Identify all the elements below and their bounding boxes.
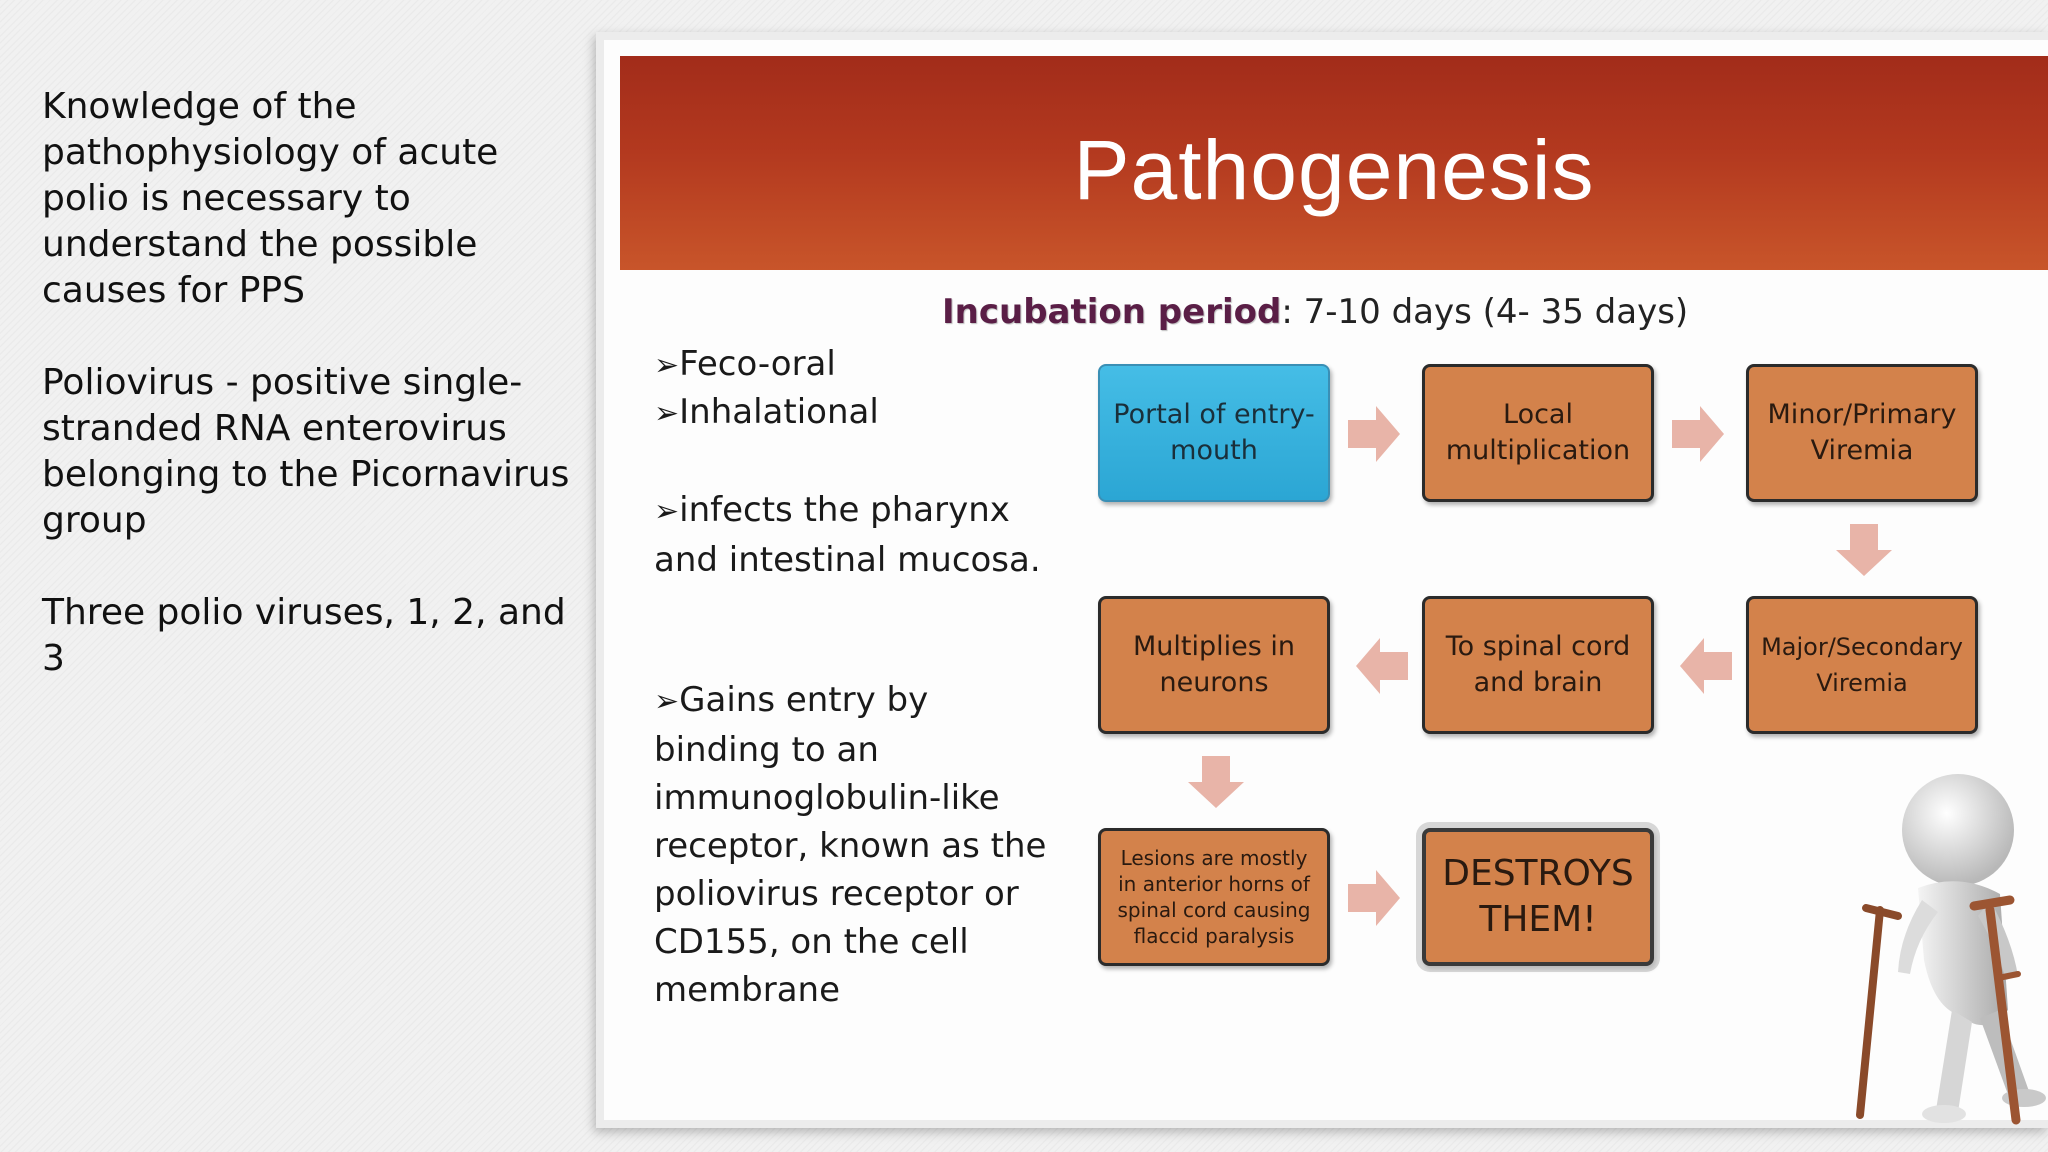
bullet-infects-pharynx: ➢infects the pharynx and intestinal muco… — [654, 490, 1041, 580]
bullet-inhalational: ➢Inhalational — [654, 392, 879, 432]
left-text-panel: Knowledge of the pathophysiology of acut… — [42, 84, 582, 728]
slide-header: Pathogenesis — [620, 56, 2048, 270]
box-portal-of-entry: Portal of entry- mouth — [1098, 364, 1330, 502]
bullet-mark-icon: ➢ — [654, 396, 680, 431]
box-multiplies-neurons: Multiplies in neurons — [1098, 596, 1330, 734]
person-on-crutches-icon — [1840, 760, 2048, 1134]
slide-frame: Pathogenesis Incubation period: 7-10 day… — [596, 32, 2048, 1128]
bullet-gains-entry: ➢Gains entry by binding to an immunoglob… — [654, 680, 1047, 1010]
box-spinal-cord-brain: To spinal cord and brain — [1422, 596, 1654, 734]
paragraph-three-viruses: Three polio viruses, 1, 2, and 3 — [42, 592, 566, 679]
slide-title: Pathogenesis — [1073, 123, 1595, 217]
box-local-multiplication: Local multiplication — [1422, 364, 1654, 502]
box-major-viremia: Major/Secondary Viremia — [1746, 596, 1978, 734]
incubation-label: Incubation period — [942, 292, 1282, 332]
incubation-value: : 7-10 days (4- 35 days) — [1281, 292, 1689, 332]
bullet-feco-oral: ➢Feco-oral — [654, 344, 836, 384]
bullet-mark-icon: ➢ — [654, 684, 680, 719]
paragraph-pathophysiology: Knowledge of the pathophysiology of acut… — [42, 86, 499, 311]
bullet-mark-icon: ➢ — [654, 348, 680, 383]
box-lesions: Lesions are mostly in anterior horns of … — [1098, 828, 1330, 966]
box-minor-viremia: Minor/Primary Viremia — [1746, 364, 1978, 502]
box-destroys-them: DESTROYS THEM! — [1422, 828, 1654, 966]
paragraph-poliovirus: Poliovirus - positive single-stranded RN… — [42, 362, 570, 541]
incubation-period-line: Incubation period: 7-10 days (4- 35 days… — [942, 292, 1688, 332]
bullet-mark-icon: ➢ — [654, 494, 680, 529]
